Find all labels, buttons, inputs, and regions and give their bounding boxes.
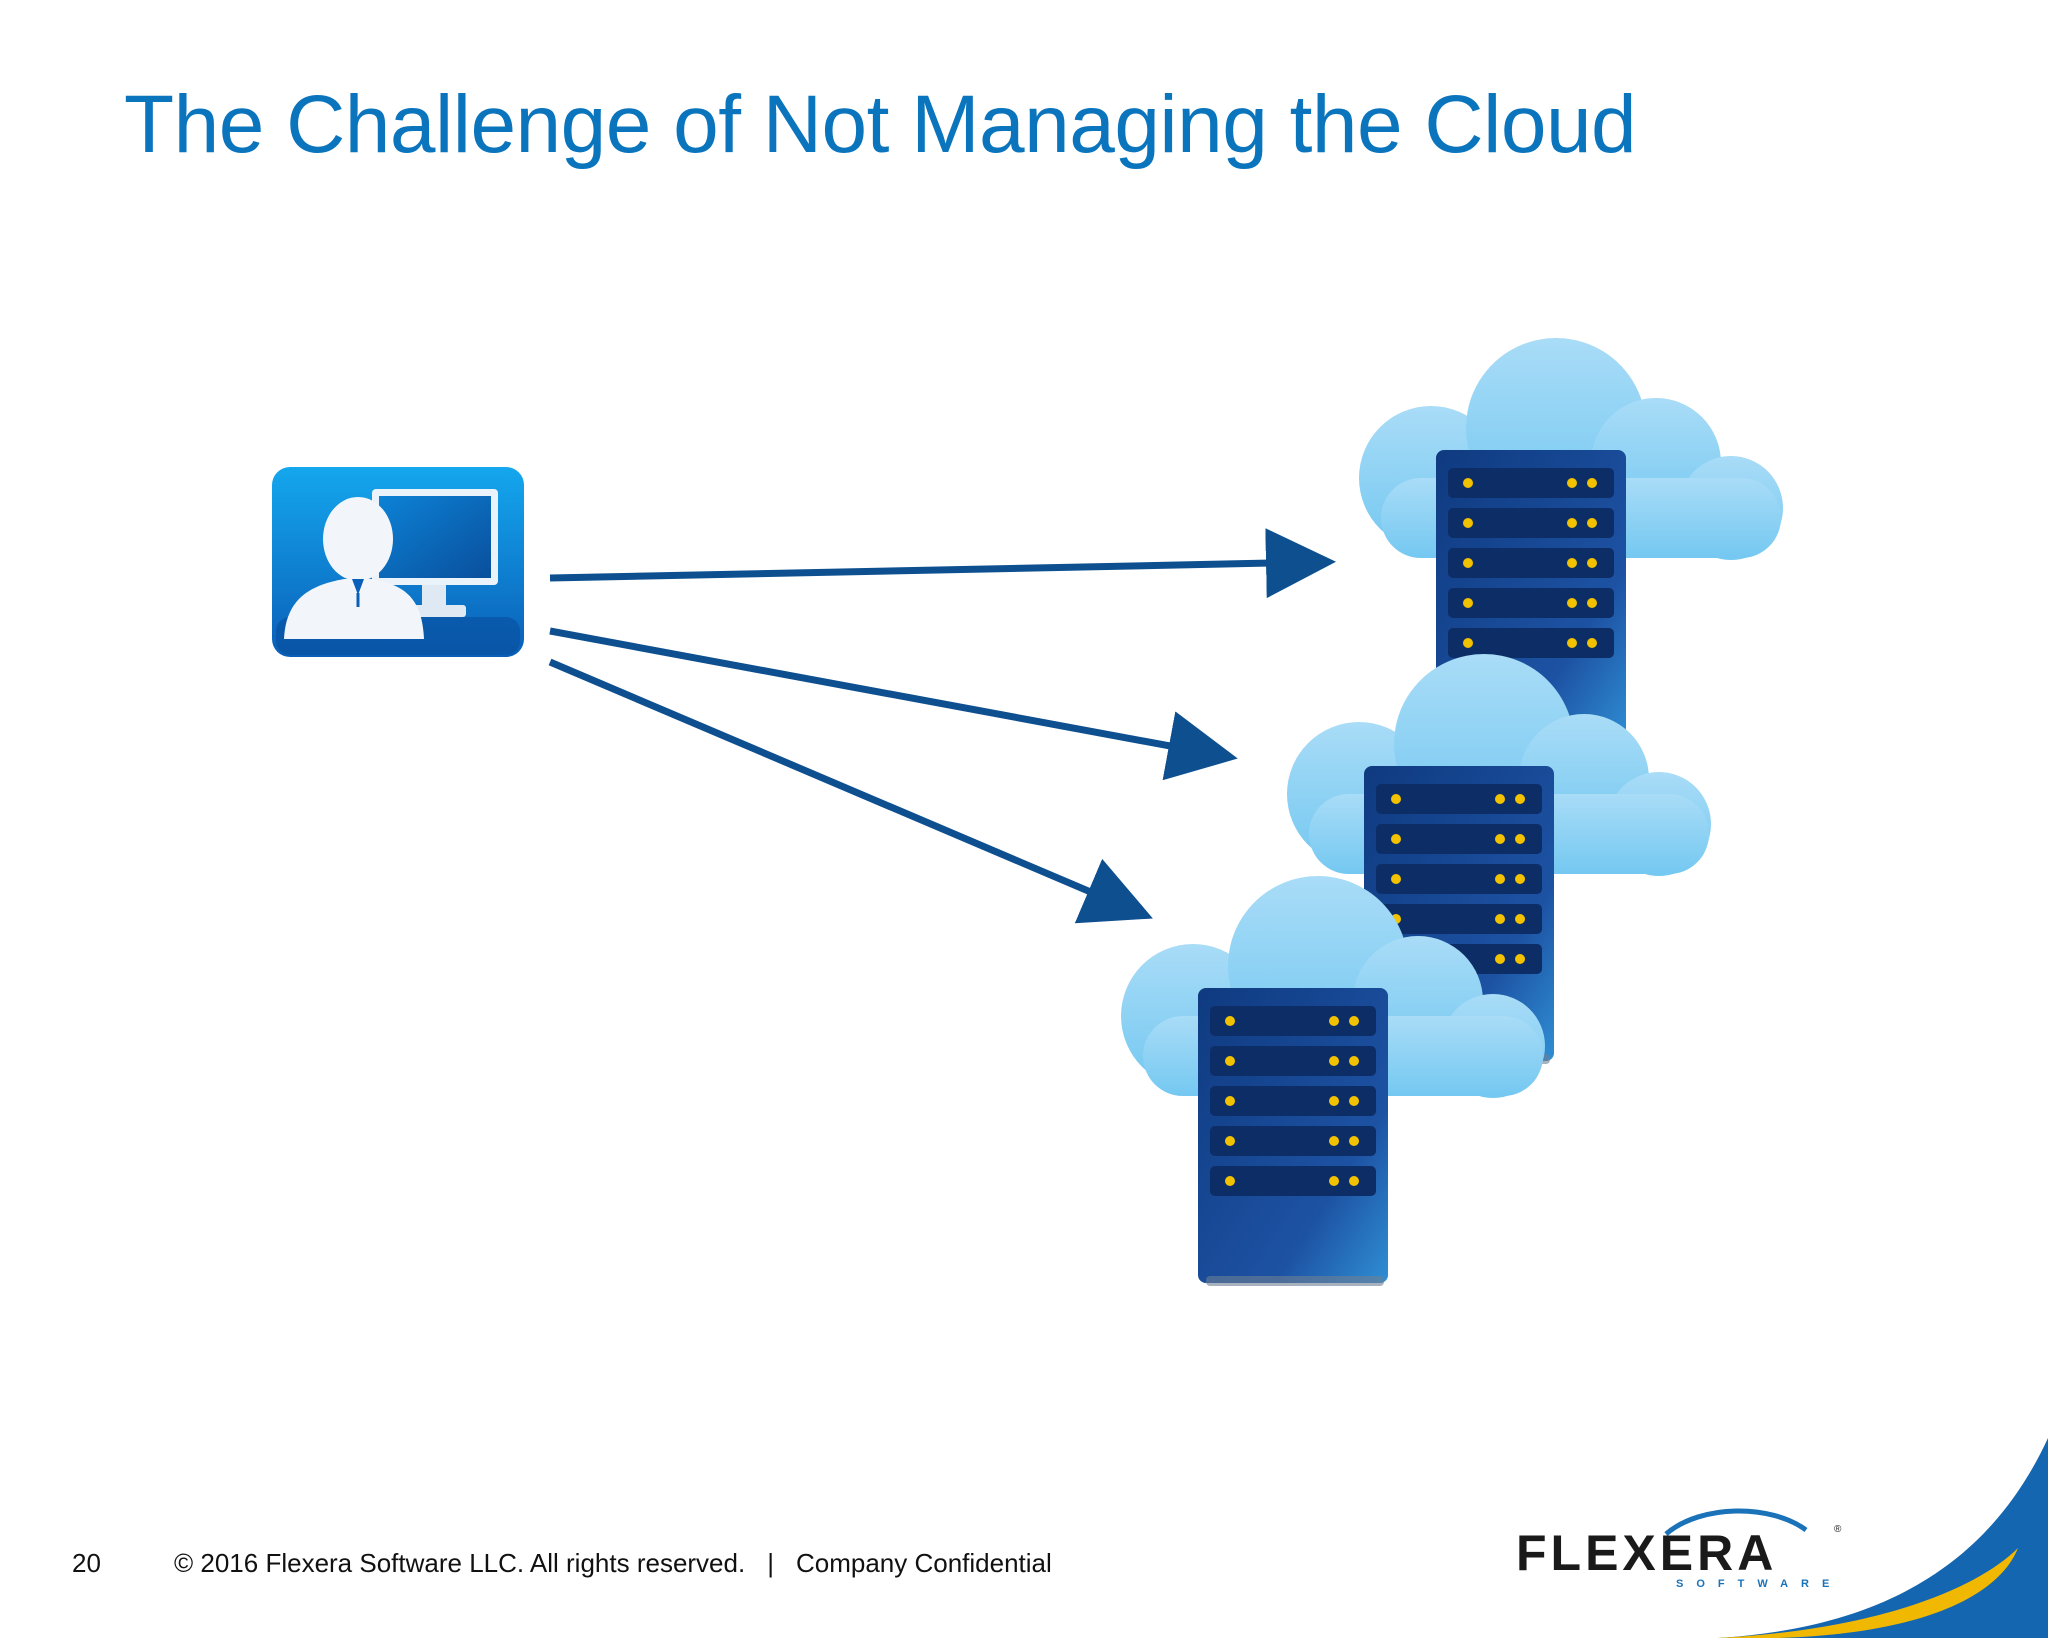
user-monitor-icon[interactable] — [272, 467, 524, 657]
logo-arc-icon — [1664, 1508, 1808, 1536]
slide-title: The Challenge of Not Managing the Cloud — [124, 79, 1637, 170]
arrow-to-cloud-server-2 — [549, 627, 1238, 781]
arrow-to-cloud-server-1 — [549, 528, 1336, 599]
connection-arrows — [548, 528, 1336, 924]
confidential-text: Company Confidential — [795, 1548, 1052, 1578]
flexera-logo: FLEXERA ® SOFTWARE — [1516, 1500, 1846, 1590]
corner-swoosh-icon — [1718, 1438, 2048, 1638]
logo-name: FLEXERA — [1516, 1525, 1778, 1581]
footer-separator: | — [767, 1548, 774, 1578]
footer-text: © 2016 Flexera Software LLC. All rights … — [174, 1548, 1052, 1579]
arrow-to-cloud-server-3 — [548, 658, 1153, 924]
logo-registered: ® — [1834, 1524, 1842, 1535]
page-number: 20 — [72, 1548, 101, 1578]
cloud-diagram — [272, 338, 1783, 1286]
copyright-text: © 2016 Flexera Software LLC. All rights … — [174, 1548, 746, 1578]
logo-sub: SOFTWARE — [1676, 1578, 1843, 1590]
